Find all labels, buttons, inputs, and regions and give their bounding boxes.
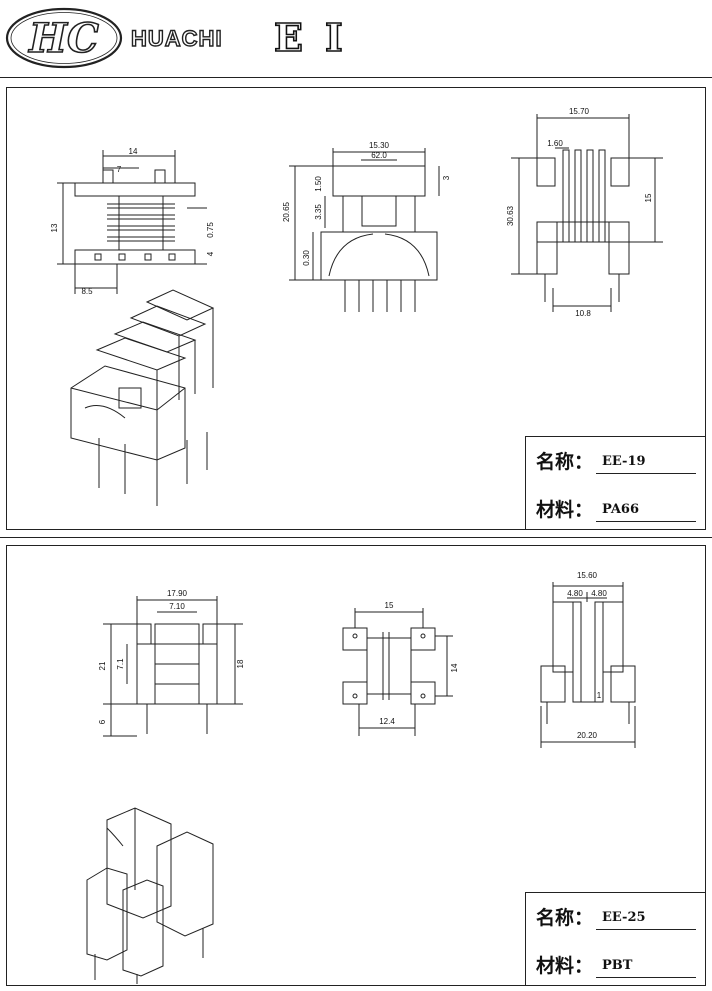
dim-ee25-n: 20.20 <box>577 731 598 740</box>
name-value: EE-19 <box>596 454 696 474</box>
ee25-info-block: 名称： EE-25 材料： PBT <box>525 892 705 985</box>
ee25-right-view <box>540 582 636 748</box>
material-label: 材料： <box>536 955 594 977</box>
dim-ee25-m: 1 <box>597 691 602 700</box>
dim-ee19-e: 0.75 <box>206 222 215 238</box>
name-label: 名称： <box>536 451 594 473</box>
dim-ee19-q: 30.63 <box>506 205 515 226</box>
panel-divider <box>0 537 712 538</box>
ee19-right-view <box>511 114 663 312</box>
dim-ee19-a: 14 <box>129 147 138 156</box>
name-value: EE-25 <box>596 910 696 930</box>
dim-ee25-d: 7.1 <box>116 658 125 670</box>
dim-ee25-j: 15.60 <box>577 571 598 580</box>
dim-ee25-g: 15 <box>385 601 394 610</box>
material-value: PA66 <box>596 502 696 522</box>
brand-name: HUACHI <box>130 25 223 51</box>
name-label: 名称： <box>536 907 594 929</box>
ee19-drawing: 14 7 13 8.5 0.75 4 15.30 62.0 1.50 3.35 … <box>50 107 663 506</box>
dim-ee25-b: 7.10 <box>169 602 185 611</box>
dim-ee19-c: 13 <box>50 223 59 232</box>
dim-ee19-f: 4 <box>206 251 215 256</box>
ee25-top-view <box>342 608 453 736</box>
dim-ee19-d: 8.5 <box>81 287 93 296</box>
dim-ee19-m: 0.30 <box>302 250 311 266</box>
ee25-drawing: 17.90 7.10 21 7.1 18 6 15 14 12.4 15.60 … <box>86 571 636 984</box>
dim-ee25-h: 14 <box>450 663 459 672</box>
dim-ee19-o: 1.60 <box>547 139 563 148</box>
dim-ee19-p: 15 <box>644 193 653 202</box>
dim-ee19-i: 1.50 <box>314 176 323 192</box>
panel-ee25: 17.90 7.10 21 7.1 18 6 15 14 12.4 15.60 … <box>6 545 706 986</box>
ee19-front-view <box>57 150 207 294</box>
hc-logo-icon: HC <box>5 7 123 69</box>
ee25-material-row: 材料： PBT <box>536 949 696 979</box>
dim-ee25-e: 18 <box>236 659 245 668</box>
dim-ee25-c: 21 <box>98 661 107 670</box>
dim-ee25-l: 4.80 <box>591 589 607 598</box>
dim-ee25-i: 12.4 <box>379 717 395 726</box>
ee25-iso-view <box>86 807 214 984</box>
logo-text: HC <box>28 15 99 62</box>
ee25-front-view <box>103 596 243 737</box>
ee19-info-block: 名称： EE-19 材料： PA66 <box>525 436 705 529</box>
ee25-name-row: 名称： EE-25 <box>536 901 696 931</box>
dim-ee19-n: 15.70 <box>569 107 590 116</box>
ee19-dimension-labels: 14 7 13 8.5 0.75 4 15.30 62.0 1.50 3.35 … <box>50 107 653 318</box>
dim-ee19-k: 3 <box>442 175 451 180</box>
ee19-side-view <box>289 148 440 312</box>
dim-ee25-f: 6 <box>98 719 107 724</box>
dim-ee25-k: 4.80 <box>567 589 583 598</box>
dim-ee19-j: 3.35 <box>314 204 323 220</box>
material-value: PBT <box>596 958 696 978</box>
header-rule <box>0 77 712 78</box>
dim-ee19-l: 20.65 <box>282 201 291 222</box>
dim-ee19-g: 15.30 <box>369 141 390 150</box>
ee19-name-row: 名称： EE-19 <box>536 445 696 475</box>
dim-ee25-a: 17.90 <box>167 589 188 598</box>
ee25-dimension-labels: 17.90 7.10 21 7.1 18 6 15 14 12.4 15.60 … <box>98 571 607 740</box>
material-label: 材料： <box>536 499 594 521</box>
dim-ee19-b: 7 <box>117 165 122 174</box>
header: HC HUACHI EI <box>0 0 712 76</box>
dim-ee19-r: 10.8 <box>575 309 591 318</box>
dim-ee19-h: 62.0 <box>371 151 387 160</box>
ee19-material-row: 材料： PA66 <box>536 493 696 523</box>
ee19-iso-view <box>70 289 215 506</box>
product-type: EI <box>273 15 365 60</box>
panel-ee19: 14 7 13 8.5 0.75 4 15.30 62.0 1.50 3.35 … <box>6 87 706 530</box>
